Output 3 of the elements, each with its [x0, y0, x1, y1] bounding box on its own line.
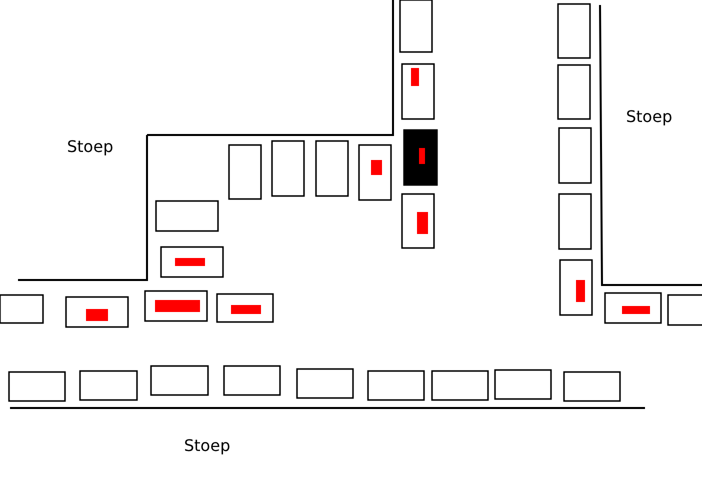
sidewalk-label: Stoep — [67, 138, 114, 156]
sidewalk-label: Stoep — [626, 108, 672, 126]
sidewalk-label: Stoep — [184, 437, 230, 455]
